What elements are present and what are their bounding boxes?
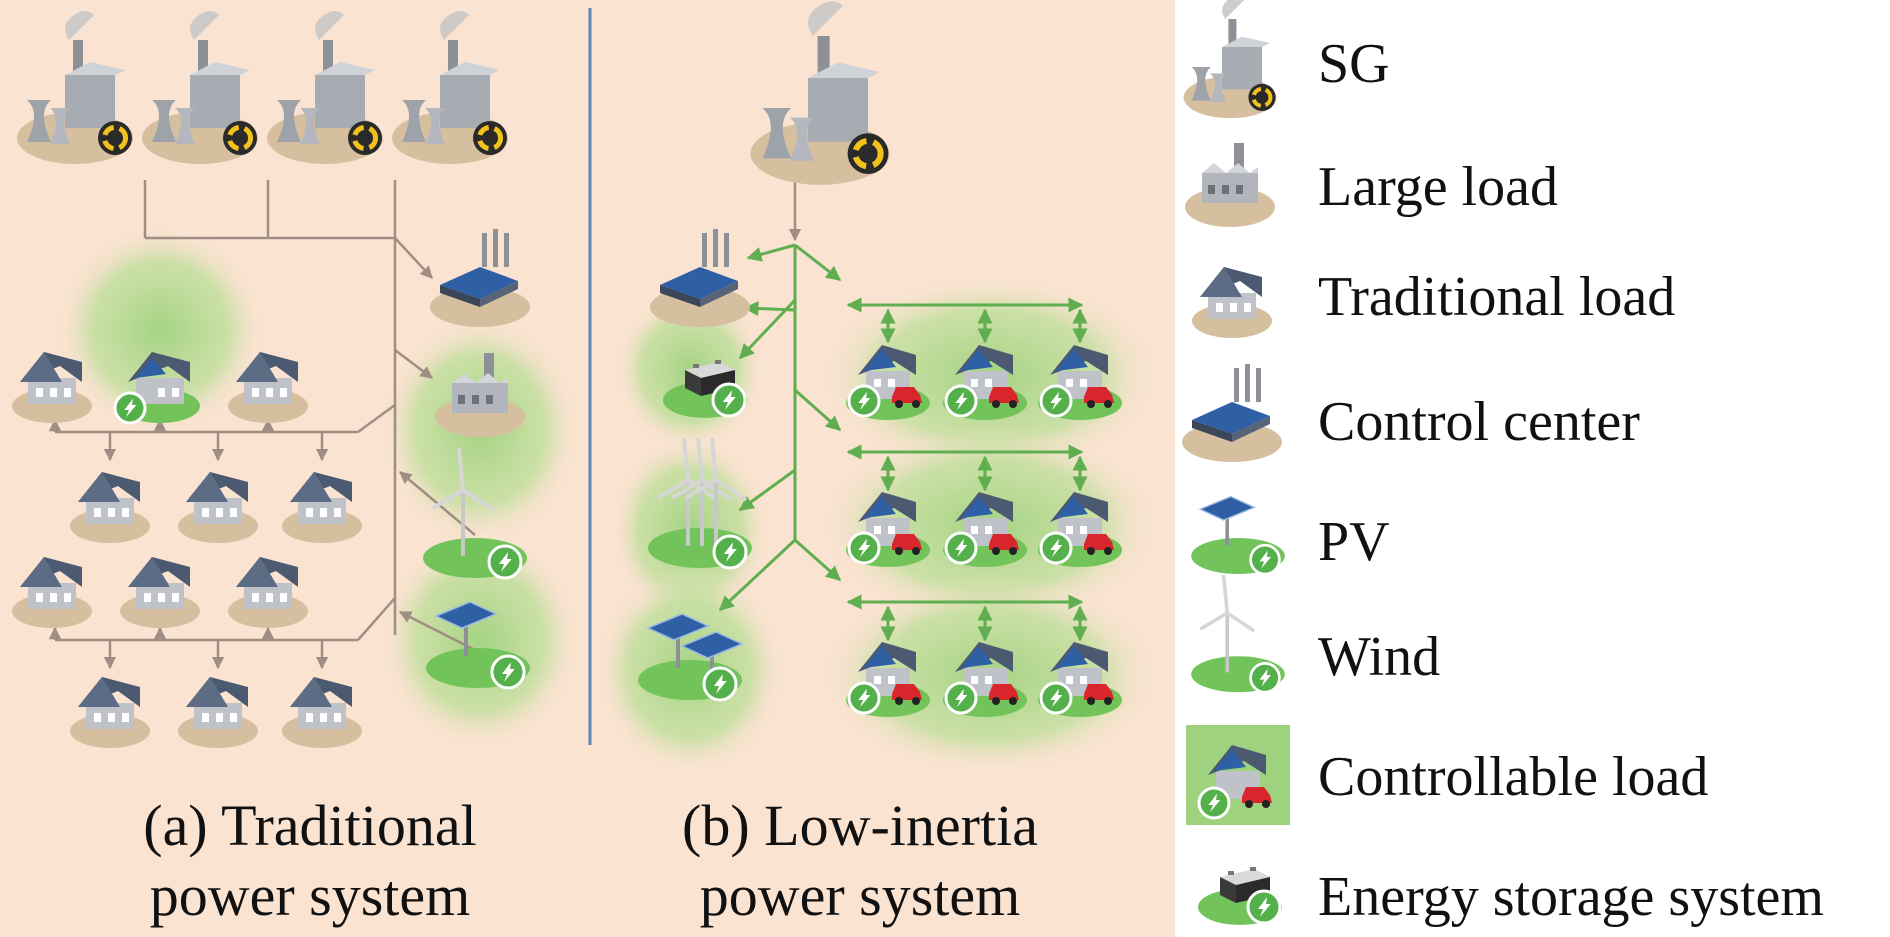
storage-b: [663, 360, 747, 418]
caption-b-line1: (b) Low-inertia: [682, 793, 1038, 858]
controllable-load-b-2-1: [846, 492, 930, 567]
legend-icon-controllable-load: [1186, 725, 1290, 825]
controllable-load-b-1-3: [1038, 345, 1122, 420]
legend-icon-sg: [1183, 0, 1277, 119]
controllable-load-b-2-3: [1038, 492, 1122, 567]
legend-label-wind: Wind: [1318, 626, 1440, 688]
traditional-wires: [48, 180, 476, 670]
controllable-load-b-3-2: [943, 642, 1027, 717]
house-a-pv: [113, 352, 200, 425]
controllable-load-b-2-2: [943, 492, 1027, 567]
large-load-a: [435, 353, 525, 437]
legend-icon-wind: [1191, 575, 1285, 694]
legend-label-pv: PV: [1318, 511, 1390, 573]
wind-a: [423, 447, 527, 580]
sg-4: [392, 11, 508, 164]
house-a-r2-3: [282, 472, 362, 543]
pv-b: [638, 613, 744, 702]
control-center-a: [430, 229, 530, 327]
controllable-load-b-1-2: [943, 345, 1027, 420]
wind-b: [648, 437, 752, 570]
legend: SG Large load Traditional load Control c…: [1318, 33, 1824, 928]
legend-label-large-load: Large load: [1318, 156, 1558, 218]
legend-icon-traditional-load: [1192, 267, 1272, 338]
pv-a: [426, 601, 530, 690]
house-a-r3-1: [12, 557, 92, 628]
legend-label-sg: SG: [1318, 33, 1390, 95]
legend-label-energy-storage-system: Energy storage system: [1318, 866, 1824, 928]
house-a-r4-2: [178, 677, 258, 748]
legend-icon-energy-storage-system: [1198, 867, 1282, 925]
sg-3: [267, 11, 383, 164]
house-a-r2-1: [70, 472, 150, 543]
controllable-load-b-1-1: [846, 345, 930, 420]
house-a-r4-3: [282, 677, 362, 748]
legend-label-control-center: Control center: [1318, 391, 1640, 453]
icons-layer: [12, 0, 1290, 925]
legend-icon-pv: [1191, 495, 1285, 576]
caption-b-line2: power system: [700, 863, 1021, 928]
control-center-b: [650, 229, 750, 327]
legend-icon-large-load: [1185, 143, 1275, 227]
sg-2: [142, 11, 258, 164]
legend-icon-control-center: [1182, 364, 1282, 462]
green-wires: [718, 175, 1088, 642]
caption-a-line2: power system: [150, 863, 471, 928]
house-a-r1-3: [228, 352, 308, 423]
controllable-load-b-3-1: [846, 642, 930, 717]
caption-a-line1: (a) Traditional: [143, 793, 476, 858]
house-a-r3-2: [120, 557, 200, 628]
house-a-r2-2: [178, 472, 258, 543]
sg-b: [750, 1, 890, 185]
controllable-load-b-3-3: [1038, 642, 1122, 717]
house-a-r1-1: [12, 352, 92, 423]
house-a-r4-1: [70, 677, 150, 748]
legend-label-controllable-load: Controllable load: [1318, 746, 1708, 808]
house-a-r3-3: [228, 557, 308, 628]
legend-label-traditional-load: Traditional load: [1318, 266, 1675, 328]
sg-1: [17, 11, 133, 164]
